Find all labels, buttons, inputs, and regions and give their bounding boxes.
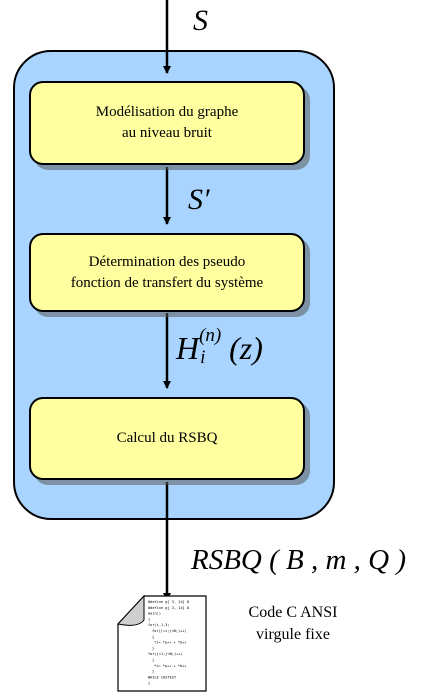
code-line: for(j=i;j<N;j++) — [152, 629, 187, 633]
transfer-base: H — [176, 330, 200, 366]
code-line: #define g[ 3, 14] 8 — [148, 600, 189, 604]
signal-input-label: S — [193, 4, 208, 37]
code-line: { — [152, 658, 154, 662]
code-line: for(j=1;j<N;j++) — [148, 652, 183, 656]
artifact-label-line1: Code C ANSI — [248, 604, 338, 621]
step-rsbq-computation: Calcul du RSBQ — [29, 397, 305, 480]
code-line: } — [152, 646, 154, 650]
step-label-line1: Modélisation du graphe — [95, 104, 239, 120]
code-listing: #define g[ 3, 14] 8 #define g[ 3, 14] 8 ma… — [148, 600, 189, 685]
code-line: *i= *p++ + *b++ — [154, 664, 187, 668]
code-line: main() — [148, 612, 161, 616]
artifact-label-line2: virgule fixe — [256, 626, 330, 643]
code-line: } — [152, 670, 154, 674]
transfer-superscript: (n) — [199, 325, 222, 346]
transfer-argument: (z) — [229, 330, 263, 366]
code-line: { — [148, 617, 150, 621]
c-source-document-icon: #define g[ 3, 14] 8 #define g[ 3, 14] 8 ma… — [117, 594, 207, 692]
code-line: #define g[ 3, 14] 8 — [148, 606, 189, 610]
step-label-line1: Détermination des pseudo — [88, 253, 246, 270]
transfer-subscript: i — [200, 347, 206, 368]
code-line: } — [148, 681, 150, 685]
step-label-line2: au niveau bruit — [122, 125, 212, 141]
transfer-function-label: H (n) i (z) — [176, 325, 263, 368]
code-line: { — [152, 635, 154, 639]
code-line: for(i_1,3; — [148, 623, 170, 627]
signal-intermediate-label: S′ — [188, 183, 210, 216]
signal-output-label: RSBQ ( B , m , Q ) — [191, 544, 407, 576]
code-line: WHILE CASTEST — [148, 675, 177, 679]
step-label-line1: Calcul du RSBQ — [116, 430, 218, 446]
output-artifact-label: Code C ANSI virgule fixe — [228, 602, 358, 646]
step-transfer-function: Détermination des pseudo fonction de tra… — [29, 233, 305, 312]
code-line: *i= *p++ + *b++ — [154, 641, 187, 645]
step-noise-graph-modeling: Modélisation du graphe au niveau bruit — [29, 81, 305, 165]
step-label-line2: fonction de transfert du système — [70, 274, 264, 291]
